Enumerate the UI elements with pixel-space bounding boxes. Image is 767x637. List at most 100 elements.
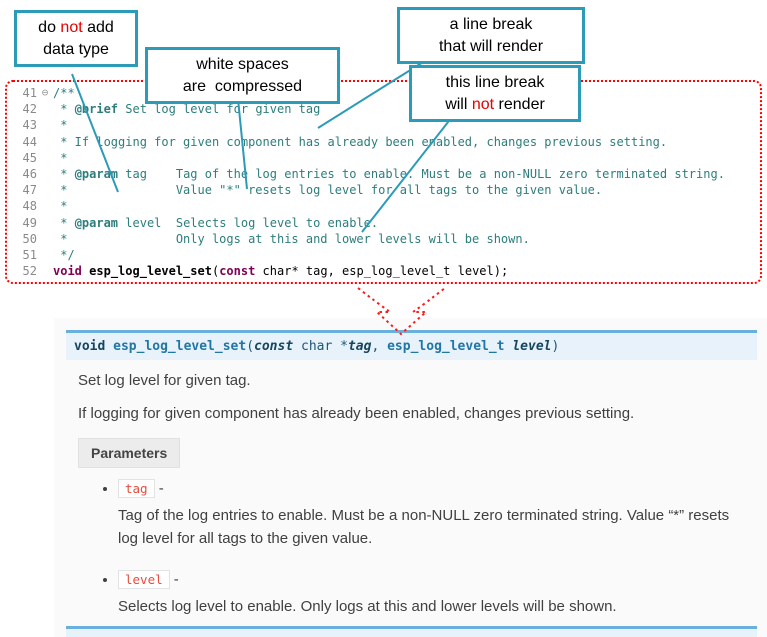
text-segment: not [471,95,495,113]
line-number: 46 [22,167,37,182]
param-desc: Tag of the log entries to enable. Must b… [118,507,730,548]
code-line: 46 * @param tag Tag of the log entries t… [13,166,760,182]
text-segment: level [512,339,552,354]
callout-whitespace: white spaces are compressed [145,47,340,105]
text-segment: tag Tag of the log entries to enable. Mu… [118,167,725,182]
code-line: 50 * Only logs at this and lower levels … [13,231,760,247]
code-line: 51 */ [13,247,760,263]
text-segment: * [53,150,68,165]
code-text: * Value "*" resets log level for all tag… [53,182,602,198]
code-line: 48 * [13,198,760,214]
text-segment: esp_log_level_t [387,339,505,354]
text-segment: ( [211,264,220,279]
code-text: * If logging for given component has alr… [53,134,667,150]
code-line: 42 * @brief Set log level for given tag [13,101,760,117]
text-segment: a line break that will render [438,16,544,55]
text-segment: void [74,339,106,354]
code-line: 47 * Value "*" resets log level for all … [13,182,760,198]
text-segment: * [53,102,75,117]
line-number: 44 [22,134,37,149]
text-segment [105,339,113,354]
text-segment: add data type [43,19,114,58]
fold-collapse-icon[interactable]: ⊖ [41,86,49,99]
parameters-label: Parameters [78,438,181,468]
text-segment: Set log level for given tag [118,102,321,117]
text-segment: /** [53,86,75,100]
line-number: 49 [22,215,37,230]
code-lines: 41⊖/**42 * @brief Set log level for give… [13,85,760,279]
param-desc: Selects log level to enable. Only logs a… [118,597,617,615]
code-text: /** [53,85,75,101]
code-line: 45 * [13,150,760,166]
text-segment: esp_log_level_set [113,339,247,354]
text-segment: @brief [74,102,119,117]
text-segment: esp_log_level_set [89,264,212,279]
fold-gutter [37,231,53,247]
code-text: * [53,198,67,214]
text-segment: ) [551,339,560,354]
text-segment: , [371,339,388,354]
callout-no-datatype: do not add data type [14,10,138,68]
code-text: */ [53,247,75,263]
code-text: * [53,117,67,133]
param-separator: - [169,570,179,588]
fold-gutter [37,150,53,166]
text-segment: char* tag, esp_log_level_t level); [255,264,509,279]
text-segment: char * [293,339,348,354]
fold-gutter [37,247,53,263]
code-text: * @param level Selects log level to enab… [53,215,378,231]
param-name-chip: level [118,569,170,589]
text-segment: * Only logs at this and lower levels wil… [53,231,530,246]
text-segment: */ [53,248,75,263]
fold-gutter [37,166,53,182]
fold-gutter [37,215,53,231]
code-text: void esp_log_level_set(const char* tag, … [53,263,508,279]
line-number: 48 [22,199,37,214]
text-segment: @param [74,167,119,182]
text-segment: do [38,19,61,36]
text-segment: level Selects log level to enable. [118,215,379,230]
line-number: 51 [22,248,37,263]
line-number: 42 [22,102,37,117]
text-segment: * [53,118,68,133]
param-item: tag - Tag of the log entries to enable. M… [118,479,746,551]
text-segment: * Value "*" resets log level for all tag… [53,183,603,198]
fold-gutter [37,263,53,279]
line-number: 50 [22,231,37,246]
text-segment: * [53,167,75,182]
rendered-docs-panel: void esp_log_level_set(const char *tag, … [54,318,767,637]
code-editor: 41⊖/**42 * @brief Set log level for give… [5,80,762,284]
param-separator: - [154,480,164,497]
line-number: 45 [22,150,37,165]
code-line: 49 * @param level Selects log level to e… [13,215,760,231]
code-line: 44 * If logging for given component has … [13,134,760,150]
text-segment: * [53,199,68,214]
fold-gutter [37,117,53,133]
text-segment: tag [347,339,372,354]
function-signature: void esp_log_level_set(const char *tag, … [66,330,757,360]
text-segment: * If logging for given component has alr… [53,134,668,149]
param-name-chip: tag [118,479,155,498]
callout-break-render: a line break that will render [397,7,585,65]
fold-gutter [37,182,53,198]
line-number: 43 [22,118,37,133]
fold-gutter [37,134,53,150]
text-segment: ( [246,339,255,354]
code-line: 43 * [13,117,760,133]
text-segment: const [254,339,294,354]
text-segment: render [494,95,545,113]
brief-text: Set log level for given tag. [78,372,251,389]
fold-gutter [37,198,53,214]
params-list: tag - Tag of the log entries to enable. M… [66,479,767,618]
code-text: * @param tag Tag of the log entries to e… [53,166,725,182]
code-text: * Only logs at this and lower levels wil… [53,231,530,247]
line-number: 41 [22,86,37,100]
fold-gutter [37,101,53,117]
text-segment: const [219,264,256,279]
param-item: level - Selects log level to enable. Only… [118,569,746,618]
text-segment: this line break will [445,74,545,113]
text-segment: white spaces are compressed [182,56,303,95]
text-segment: * [53,215,75,230]
